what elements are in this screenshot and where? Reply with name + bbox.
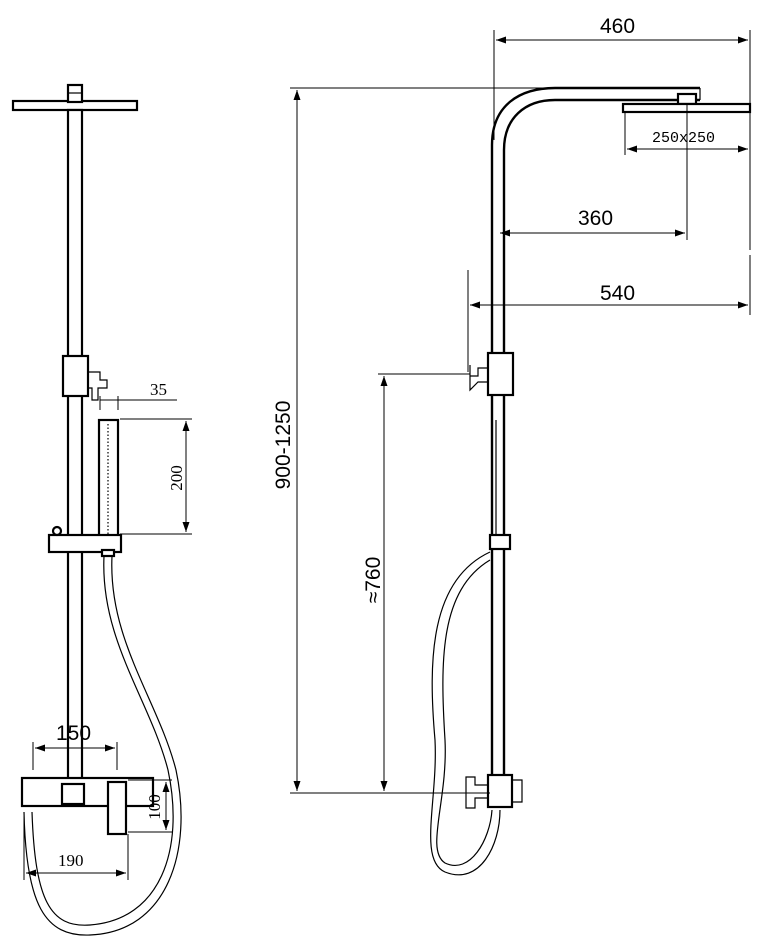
holder-front xyxy=(47,533,123,554)
dim-mixer-height: 100 xyxy=(145,794,164,820)
mixer-body-side xyxy=(486,773,514,809)
front-view: 35 200 150 100 190 xyxy=(11,83,192,936)
diverter-front xyxy=(61,354,90,398)
dim-mixer-width: 150 xyxy=(56,722,91,745)
hose-front xyxy=(31,555,174,926)
rain-head-side xyxy=(676,92,698,106)
dim-rain-size: 250x250 xyxy=(652,130,715,147)
dim-outlet-height: ≈760 xyxy=(362,557,385,604)
dim-hand-length: 200 xyxy=(167,465,186,491)
dim-mixer-depth: 190 xyxy=(58,851,84,870)
mixer-handle-front xyxy=(106,780,128,836)
holder-side xyxy=(488,533,512,551)
side-view: 460 250x250 360 540 900-1250 ≈760 xyxy=(272,15,752,876)
riser-side xyxy=(490,86,700,790)
dim-height-range: 900-1250 xyxy=(272,401,295,490)
dim-hand-offset: 35 xyxy=(150,380,167,399)
mixer-body-front xyxy=(20,776,155,808)
dim-rain-width: 460 xyxy=(600,15,635,38)
dim-total-reach: 540 xyxy=(600,282,635,305)
riser-front xyxy=(66,108,84,787)
diverter-side xyxy=(486,351,515,397)
dim-arm-reach: 360 xyxy=(578,207,613,230)
hose-side xyxy=(436,559,493,866)
